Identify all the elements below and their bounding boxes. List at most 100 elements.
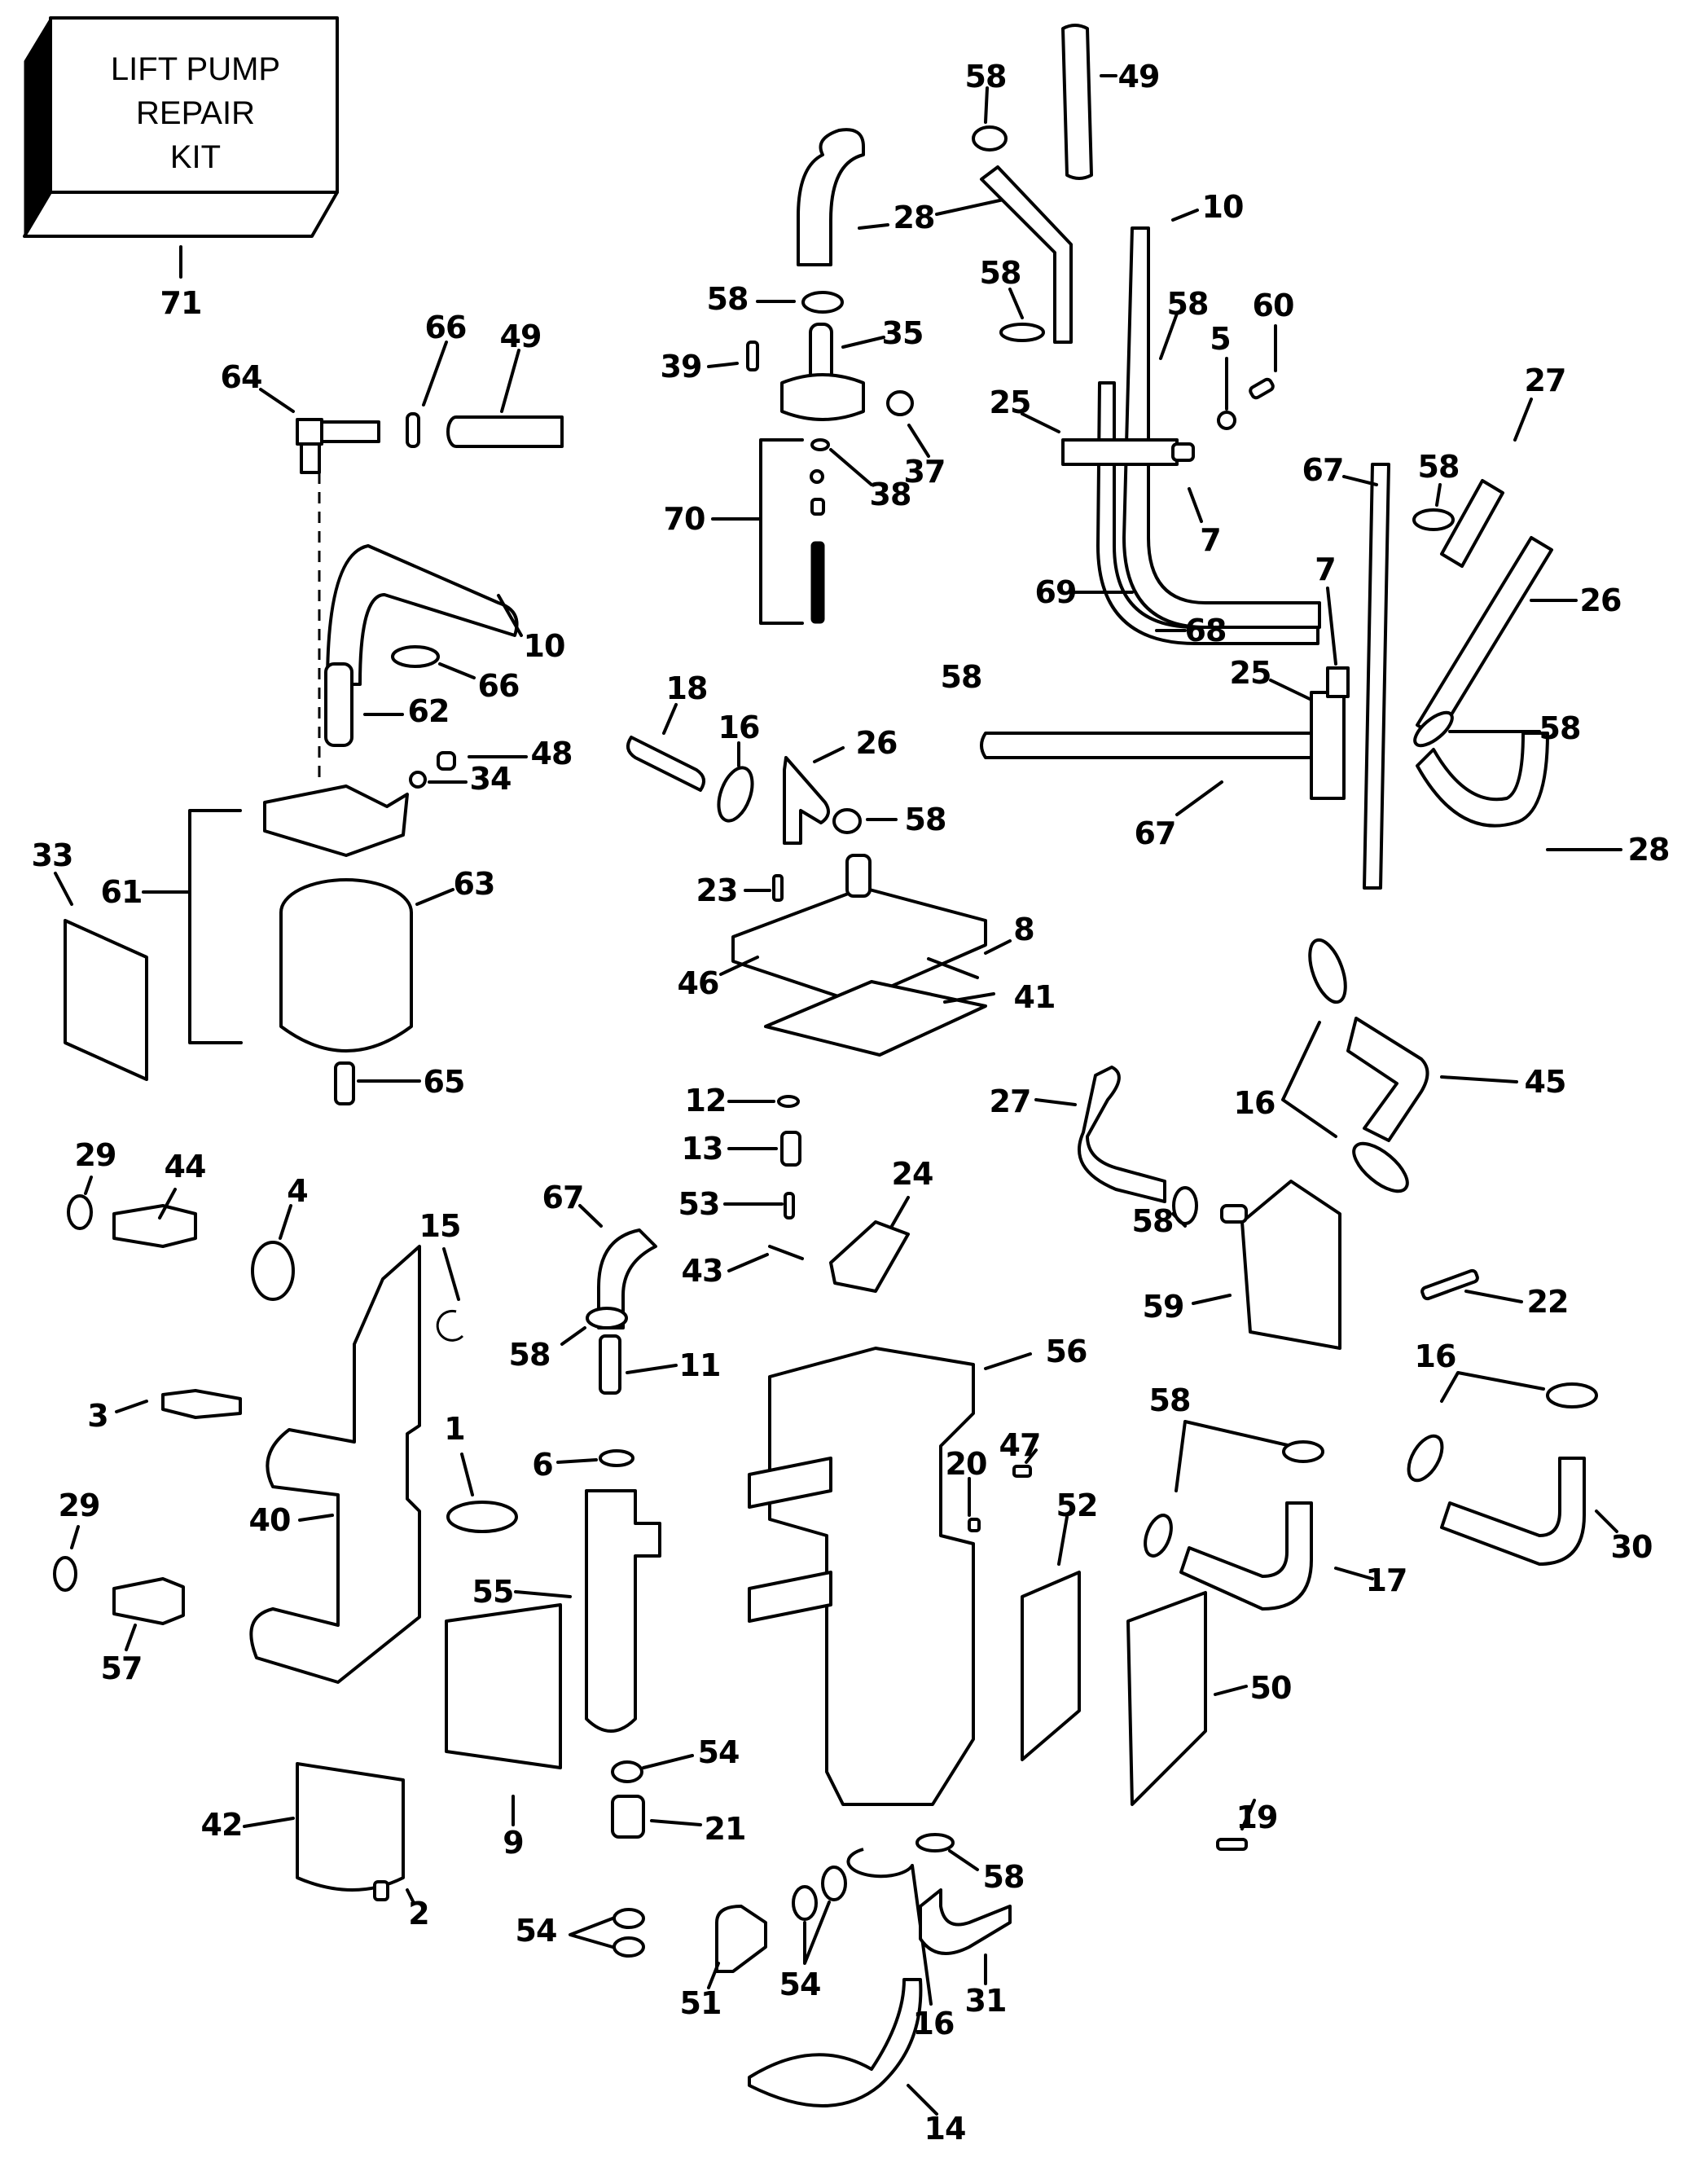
callout-58: 58 xyxy=(940,659,983,695)
callout-58: 58 xyxy=(508,1337,551,1373)
callout-16: 16 xyxy=(1414,1338,1457,1374)
callout-10: 10 xyxy=(1201,189,1245,225)
callout-54: 54 xyxy=(515,1913,558,1949)
callout-65: 65 xyxy=(423,1064,466,1100)
callout-70: 70 xyxy=(663,501,706,537)
kit-line-1: LIFT PUMP xyxy=(110,51,281,87)
center-parts xyxy=(243,128,1012,2116)
callout-4: 4 xyxy=(287,1173,308,1209)
callout-58: 58 xyxy=(706,281,749,317)
callout-58: 58 xyxy=(1539,710,1582,746)
callout-7: 7 xyxy=(1315,552,1336,587)
callout-66: 66 xyxy=(424,310,468,345)
callout-69: 69 xyxy=(1034,574,1078,610)
callout-10: 10 xyxy=(523,628,566,664)
callout-28: 28 xyxy=(1627,832,1671,868)
callout-19: 19 xyxy=(1236,1800,1279,1835)
hose-routing xyxy=(972,24,1622,890)
filter-assembly xyxy=(54,341,564,1105)
callout-16: 16 xyxy=(718,710,761,745)
callout-20: 20 xyxy=(945,1446,988,1482)
callout-66: 66 xyxy=(477,668,520,704)
callout-68: 68 xyxy=(1184,613,1227,648)
callout-23: 23 xyxy=(696,872,739,908)
callout-61: 61 xyxy=(100,874,143,910)
callout-47: 47 xyxy=(999,1427,1042,1463)
callout-26: 26 xyxy=(1579,582,1622,618)
callout-48: 48 xyxy=(530,736,573,771)
callout-8: 8 xyxy=(1013,912,1034,947)
callout-54: 54 xyxy=(697,1734,740,1770)
callout-58: 58 xyxy=(964,59,1008,94)
callout-55: 55 xyxy=(472,1574,515,1610)
callout-30: 30 xyxy=(1610,1529,1653,1565)
lift-pump-area xyxy=(1034,938,1618,1611)
callout-1: 1 xyxy=(444,1411,465,1447)
callout-50: 50 xyxy=(1249,1670,1293,1706)
pump-housing xyxy=(748,1347,1256,1851)
repair-kit-box xyxy=(23,16,339,279)
kit-line-2: REPAIR xyxy=(136,95,255,131)
callout-52: 52 xyxy=(1056,1488,1099,1523)
callout-35: 35 xyxy=(881,315,924,351)
callout-22: 22 xyxy=(1526,1284,1570,1320)
callout-44: 44 xyxy=(164,1149,207,1184)
callout-46: 46 xyxy=(677,965,720,1001)
bracket-assembly xyxy=(53,1176,518,1684)
callout-54: 54 xyxy=(779,1967,822,2002)
callout-71: 71 xyxy=(160,285,203,321)
callout-59: 59 xyxy=(1142,1289,1185,1325)
callout-58: 58 xyxy=(1166,286,1210,322)
callout-9: 9 xyxy=(503,1825,524,1861)
callout-67: 67 xyxy=(1302,452,1345,488)
callout-12: 12 xyxy=(684,1083,727,1118)
callout-58: 58 xyxy=(1417,449,1460,485)
callout-15: 15 xyxy=(419,1208,462,1244)
callout-38: 38 xyxy=(869,477,912,512)
callout-28: 28 xyxy=(893,200,936,235)
callout-29: 29 xyxy=(74,1137,117,1173)
callout-37: 37 xyxy=(903,454,946,490)
callout-14: 14 xyxy=(924,2111,967,2147)
callout-49: 49 xyxy=(499,319,542,354)
callout-39: 39 xyxy=(660,349,703,385)
callout-42: 42 xyxy=(200,1807,244,1843)
callout-67: 67 xyxy=(542,1180,585,1215)
callout-40: 40 xyxy=(248,1502,292,1538)
callout-34: 34 xyxy=(469,761,512,797)
callout-27: 27 xyxy=(1524,363,1567,398)
callout-17: 17 xyxy=(1365,1562,1408,1598)
callout-18: 18 xyxy=(665,670,709,706)
callout-7: 7 xyxy=(1200,522,1221,558)
kit-line-3: KIT xyxy=(169,139,222,175)
callout-11: 11 xyxy=(678,1347,722,1383)
callout-45: 45 xyxy=(1524,1064,1567,1100)
callout-64: 64 xyxy=(220,359,263,395)
callout-33: 33 xyxy=(31,837,74,873)
callout-26: 26 xyxy=(855,725,898,761)
callout-58: 58 xyxy=(1148,1382,1192,1418)
callout-16: 16 xyxy=(1233,1085,1276,1121)
callout-13: 13 xyxy=(681,1131,724,1167)
callout-58: 58 xyxy=(904,802,947,837)
callout-63: 63 xyxy=(453,866,496,902)
callout-25: 25 xyxy=(989,385,1032,420)
callout-31: 31 xyxy=(964,1983,1008,2019)
callout-60: 60 xyxy=(1252,288,1295,323)
callout-58: 58 xyxy=(979,255,1022,291)
callout-57: 57 xyxy=(100,1650,143,1686)
callout-25: 25 xyxy=(1229,655,1272,691)
callout-41: 41 xyxy=(1013,979,1056,1015)
callout-6: 6 xyxy=(532,1447,553,1483)
callout-49: 49 xyxy=(1117,59,1161,94)
callout-5: 5 xyxy=(1210,321,1231,357)
callout-29: 29 xyxy=(58,1488,101,1523)
callout-62: 62 xyxy=(407,693,450,729)
callout-56: 56 xyxy=(1045,1334,1088,1369)
callout-58: 58 xyxy=(982,1859,1025,1895)
callout-24: 24 xyxy=(891,1156,934,1192)
callout-3: 3 xyxy=(87,1398,108,1434)
callout-53: 53 xyxy=(678,1186,721,1222)
